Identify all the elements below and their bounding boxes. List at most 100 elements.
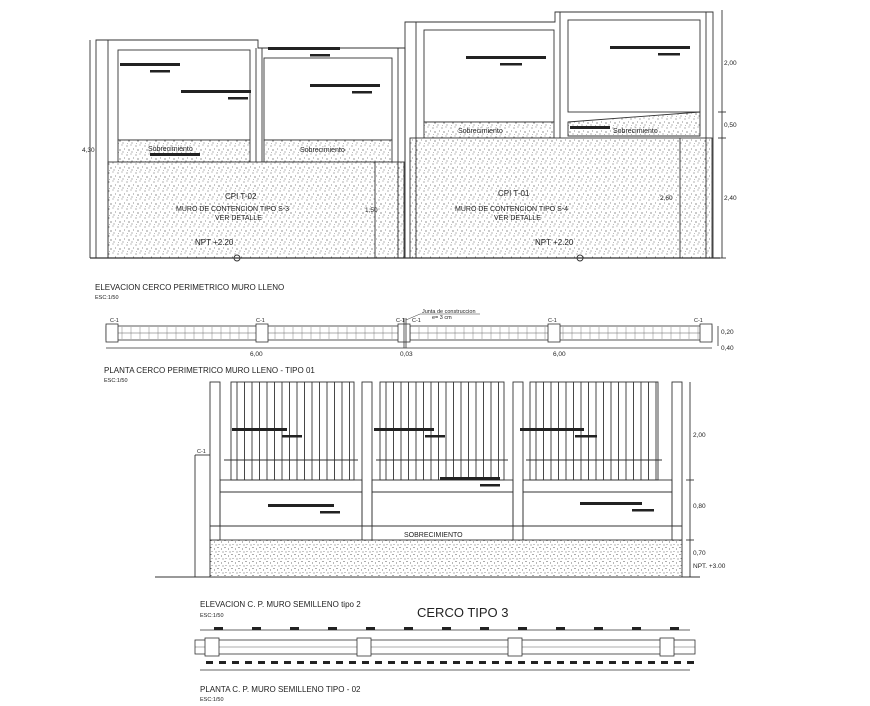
- dim-tick: [219, 661, 226, 664]
- caption-bottom-elevation: ELEVACION C. P. MURO SEMILLENO tipo 2: [200, 600, 361, 609]
- dim-tick: [442, 627, 451, 630]
- footing: [209, 539, 683, 578]
- caption-plan-01: PLANTA CERCO PERIMETRICO MURO LLENO - TI…: [104, 366, 315, 375]
- dim-tick: [362, 661, 369, 664]
- plan-02-dim-ticks: [206, 627, 694, 664]
- dim-tick: [480, 627, 489, 630]
- dim-tick: [366, 627, 375, 630]
- retaining-wall-right: [409, 137, 713, 259]
- dim-tick: [674, 661, 681, 664]
- left-wall-tag: CPI T-02: [225, 192, 257, 201]
- dim-tick: [349, 661, 356, 664]
- col-tag-1: C-1: [110, 318, 119, 324]
- joint-label: Junta de construccion: [422, 309, 476, 315]
- dim-tick: [609, 661, 616, 664]
- dim-tick: [440, 661, 447, 664]
- right-wall-detail: VER DETALLE: [494, 215, 541, 222]
- dim-tick: [336, 661, 343, 664]
- mid-level: NPT. +3.00: [693, 563, 726, 570]
- dim-tick: [661, 661, 668, 664]
- col-tag-4: C-1: [412, 318, 421, 324]
- dim-tick: [670, 627, 679, 630]
- dim-tick: [414, 661, 421, 664]
- plinth-right-label-2: Sobrecimiento: [613, 128, 658, 135]
- right-wall-tag: CPI T-01: [498, 189, 530, 198]
- panel: [263, 57, 393, 141]
- plan-dim-right-2: 0,40: [721, 345, 734, 352]
- mid-col-tag: C-1: [197, 449, 206, 455]
- left-wall-dim: 1,50: [365, 207, 378, 214]
- dim-tick: [544, 661, 551, 664]
- plinth-right-2: [567, 111, 701, 137]
- dim-tick: [297, 661, 304, 664]
- dim-tick: [310, 661, 317, 664]
- dim-tick: [492, 661, 499, 664]
- dim-tick: [648, 661, 655, 664]
- left-wall-note: MURO DE CONTENCION TIPO S-3: [176, 206, 289, 213]
- dim-tick: [404, 627, 413, 630]
- plan-dim-1: 6,00: [250, 351, 263, 358]
- panel: [423, 29, 555, 123]
- dim-tick: [323, 661, 330, 664]
- left-wall-level: NPT +2.20: [195, 238, 234, 247]
- mid-plinth-label: SOBRECIMIENTO: [404, 532, 463, 539]
- dim-tick: [594, 627, 603, 630]
- dim-tick: [556, 627, 565, 630]
- panel: [567, 19, 701, 113]
- dim-tick: [214, 627, 223, 630]
- left-height-dim: 4,30: [82, 147, 95, 154]
- top-elevation: [89, 10, 726, 262]
- dim-tick: [290, 627, 299, 630]
- col-tag-3: C-1: [396, 318, 405, 324]
- left-wall-detail: VER DETALLE: [215, 215, 262, 222]
- mid-leader-notes: [232, 428, 654, 514]
- dim-tick: [635, 661, 642, 664]
- plan-dim-3: 6,00: [553, 351, 566, 358]
- dim-tick: [518, 661, 525, 664]
- dim-tick: [596, 661, 603, 664]
- col-tag-6: C-1: [694, 318, 703, 324]
- dim-tick: [206, 661, 213, 664]
- plinth-right-label: Sobrecimiento: [458, 128, 503, 135]
- mid-dim-2: 0,80: [693, 503, 706, 510]
- grille-bars: [236, 382, 657, 480]
- dim-tick: [284, 661, 291, 664]
- dim-right-3: 2,40: [724, 195, 737, 202]
- right-wall-note: MURO DE CONTENCION TIPO S-4: [455, 206, 568, 213]
- caption-plan-02: PLANTA C. P. MURO SEMILLENO TIPO - 02: [200, 685, 361, 694]
- dim-tick: [388, 661, 395, 664]
- dim-tick: [232, 661, 239, 664]
- dim-tick: [401, 661, 408, 664]
- dim-tick: [687, 661, 694, 664]
- dim-tick: [479, 661, 486, 664]
- right-wall-dim: 2,60: [660, 195, 673, 202]
- plan-dim-2: 0,03: [400, 351, 413, 358]
- mid-dim-1: 2,00: [693, 432, 706, 439]
- right-wall-level: NPT +2.20: [535, 238, 574, 247]
- scale-bottom-elevation: ESC:1/50: [200, 613, 224, 619]
- dim-tick: [427, 661, 434, 664]
- dim-tick: [252, 627, 261, 630]
- plinth-left-label: Sobrecimiento: [148, 146, 193, 153]
- plan-tipo-02: [194, 629, 696, 671]
- plinth-left-label-2: Sobrecimiento: [300, 147, 345, 154]
- mid-dim-3: 0,70: [693, 550, 706, 557]
- dim-tick: [466, 661, 473, 664]
- dim-tick: [622, 661, 629, 664]
- dim-tick: [518, 627, 527, 630]
- dim-tick: [258, 661, 265, 664]
- dim-tick: [632, 627, 641, 630]
- plan-tipo-01: [105, 313, 719, 349]
- top-leader-notes: [120, 46, 690, 156]
- mid-elevation: [155, 381, 700, 578]
- dim-tick: [583, 661, 590, 664]
- plan-dim-right-1: 0,20: [721, 329, 734, 336]
- caption-top-elevation: ELEVACION CERCO PERIMETRICO MURO LLENO: [95, 283, 284, 292]
- dim-tick: [505, 661, 512, 664]
- dim-tick: [531, 661, 538, 664]
- drawing-title: CERCO TIPO 3: [417, 605, 509, 620]
- dim-tick: [570, 661, 577, 664]
- dim-right-2: 0,50: [724, 122, 737, 129]
- dim-tick: [557, 661, 564, 664]
